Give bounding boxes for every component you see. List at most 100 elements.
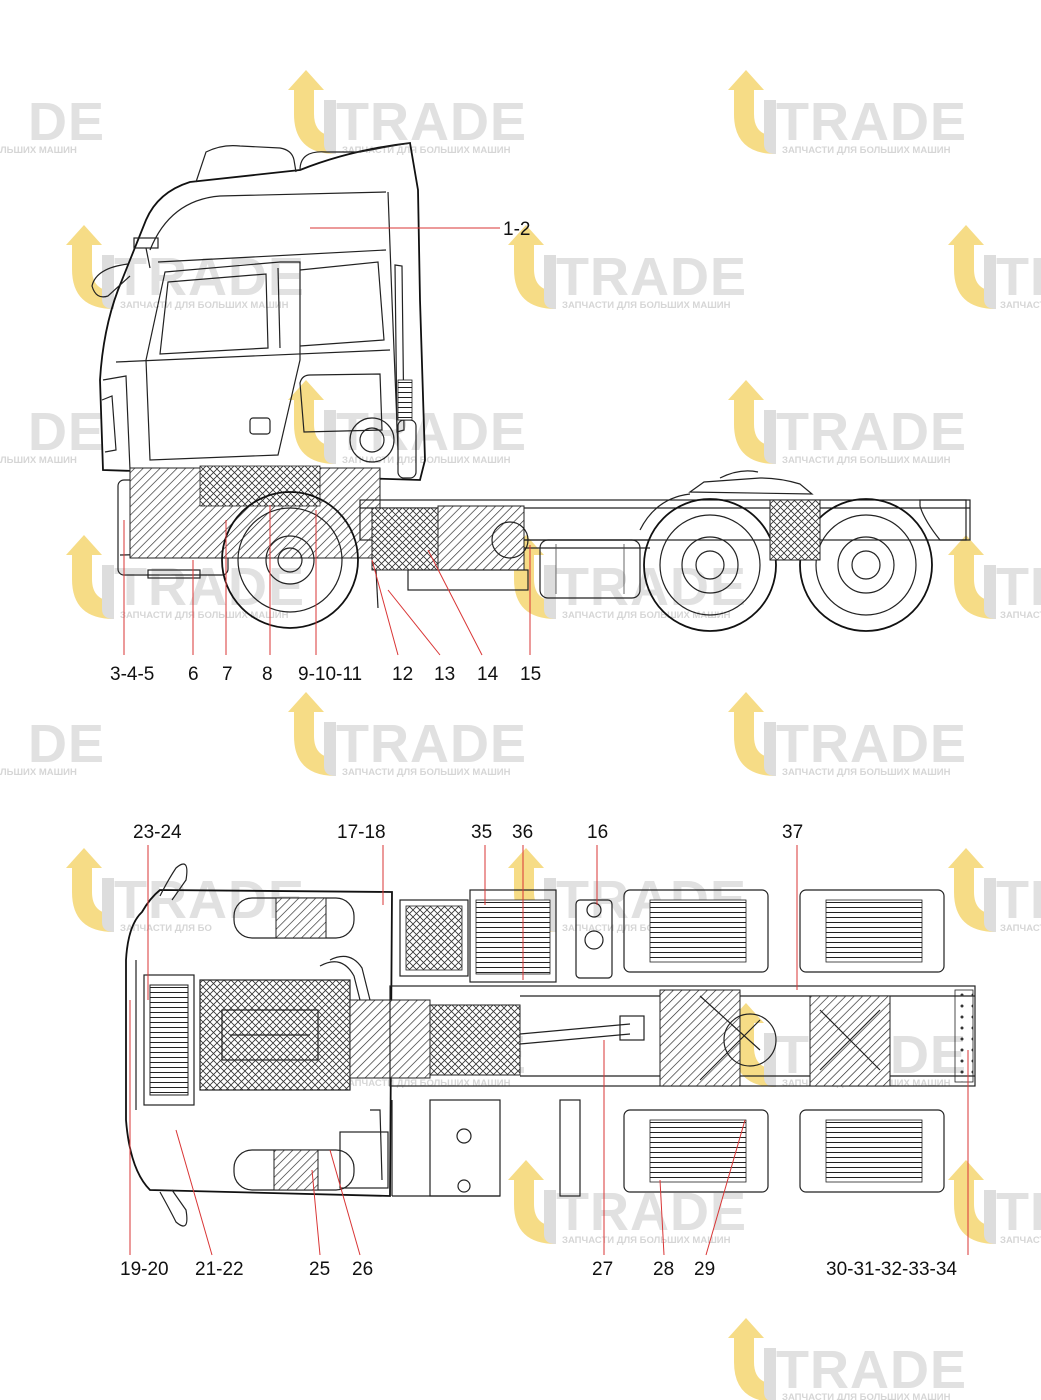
watermark-layer: DE ЛЬШИХ МАШИН TRADE ЗАПЧАСТИ ДЛЯ БОЛЬШИ… xyxy=(0,70,1041,1400)
svg-text:TRADE: TRADE xyxy=(776,402,967,462)
side-callouts: 1-2 3-4-5 6 7 8 9-10-11 12 13 14 15 xyxy=(110,219,541,685)
svg-text:TRADE: TRADE xyxy=(336,402,527,462)
svg-text:ЗАПЧАСТИ ДЛЯ БОЛЬШИХ МАШИН: ЗАПЧАСТИ ДЛЯ БОЛЬШИХ МАШИН xyxy=(562,1235,731,1246)
svg-text:ЗАПЧАСТИ ДЛЯ БОЛЬШИХ МАШИН: ЗАПЧАСТИ ДЛЯ БОЛЬШИХ МАШИН xyxy=(342,767,511,778)
watermark-4: TRADE ЗАПЧАСТИ ДЛЯ БОЛЬШИХ МАШИН xyxy=(66,225,305,311)
watermark-16: TRADE ЗАПЧАСТИ ДЛЯ БО xyxy=(66,848,305,934)
svg-text:TRADE: TRADE xyxy=(114,247,305,307)
engine-top xyxy=(199,979,351,1091)
svg-text:ЗАПЧАСТИ ДЛЯ БОЛЬШИХ МАШИН: ЗАПЧАСТИ ДЛЯ БОЛЬШИХ МАШИН xyxy=(562,300,731,311)
rear-wheel-2-side xyxy=(799,498,933,632)
svg-text:TRADE: TRADE xyxy=(556,247,747,307)
fifth-wheel-side xyxy=(688,470,814,495)
svg-text:ЗАПЧАСТИ ДЛЯ БОЛЬШИХ МАШИН: ЗАПЧАСТИ ДЛЯ БОЛЬШИХ МАШИН xyxy=(782,1392,951,1400)
rear-axle-1-top xyxy=(659,989,761,1087)
svg-text:ЗАПЧАСТИ: ЗАПЧАСТИ xyxy=(1000,610,1041,621)
svg-text:ЗАПЧАСТИ ДЛЯ БО: ЗАПЧАСТИ ДЛЯ БО xyxy=(120,923,212,934)
rear-suspension-side xyxy=(639,493,967,561)
callout-30-31-32-33-34: 30-31-32-33-34 xyxy=(826,1259,957,1280)
rear-axle-2-top xyxy=(809,995,891,1087)
watermark-2: TRADE ЗАПЧАСТИ ДЛЯ БОЛЬШИХ МАШИН xyxy=(288,70,527,156)
watermark-9: TRADE ЗАПЧАСТИ ДЛЯ БОЛЬШИХ МАШИН xyxy=(728,380,967,466)
svg-text:ЗАПЧАСТИ ДЛЯ БОЛЬШИХ МАШИН: ЗАПЧАСТИ ДЛЯ БОЛЬШИХ МАШИН xyxy=(562,610,731,621)
watermark-7: DE ЛЬШИХ МАШИН xyxy=(0,402,104,466)
callout-1-2: 1-2 xyxy=(503,219,530,240)
watermark-13: DE ЛЬШИХ МАШИН xyxy=(0,714,105,778)
callout-15: 15 xyxy=(520,664,541,685)
svg-text:TRADE: TRADE xyxy=(996,870,1041,930)
callout-26: 26 xyxy=(352,1259,373,1280)
svg-text:ЛЬШИХ МАШИН: ЛЬШИХ МАШИН xyxy=(0,455,77,466)
cab-side xyxy=(91,142,426,579)
front-chassis-side xyxy=(129,465,381,559)
svg-text:TRADE: TRADE xyxy=(776,714,967,774)
svg-text:TRADE: TRADE xyxy=(996,247,1041,307)
fuel-filter-top xyxy=(233,1109,389,1191)
svg-text:TRADE: TRADE xyxy=(556,557,747,617)
svg-text:ЗАПЧАСТИ: ЗАПЧАСТИ xyxy=(1000,1235,1041,1246)
callout-36: 36 xyxy=(512,822,533,843)
rear-tires-top xyxy=(623,889,945,1193)
callout-37: 37 xyxy=(782,822,803,843)
svg-text:ЗАПЧАСТИ ДЛЯ БОЛЬШИХ МАШИН: ЗАПЧАСТИ ДЛЯ БОЛЬШИХ МАШИН xyxy=(782,455,951,466)
callout-16: 16 xyxy=(587,822,608,843)
watermark-3: TRADE ЗАПЧАСТИ ДЛЯ БОЛЬШИХ МАШИН xyxy=(728,70,967,156)
callout-3-4-5: 3-4-5 xyxy=(110,664,154,685)
svg-text:ЗАПЧАСТИ ДЛЯ БОЛЬШИХ МАШИН: ЗАПЧАСТИ ДЛЯ БОЛЬШИХ МАШИН xyxy=(562,923,731,934)
battery-box-top xyxy=(399,899,469,977)
callout-21-22: 21-22 xyxy=(195,1259,244,1280)
svg-text:ЛЬШИХ МАШИН: ЛЬШИХ МАШИН xyxy=(0,145,77,156)
watermark-1: DE ЛЬШИХ МАШИН xyxy=(0,92,105,156)
rear-wheel-1-side xyxy=(643,498,777,632)
svg-text:DE: DE xyxy=(28,714,105,774)
svg-text:TRADE: TRADE xyxy=(336,92,527,152)
callout-25: 25 xyxy=(309,1259,330,1280)
driveshaft-top xyxy=(519,1015,645,1045)
callout-7: 7 xyxy=(222,664,233,685)
callout-9-10-11: 9-10-11 xyxy=(298,664,362,685)
callout-27: 27 xyxy=(592,1259,613,1280)
callout-8: 8 xyxy=(262,664,273,685)
air-tank-top xyxy=(575,899,613,979)
fifth-wheel-top xyxy=(723,1013,777,1067)
svg-text:DE: DE xyxy=(28,92,105,152)
callout-28: 28 xyxy=(653,1259,674,1280)
watermark-14: TRADE ЗАПЧАСТИ ДЛЯ БОЛЬШИХ МАШИН xyxy=(288,692,527,778)
callout-13: 13 xyxy=(434,664,455,685)
callout-23-24: 23-24 xyxy=(133,822,182,843)
watermark-5: TRADE ЗАПЧАСТИ ДЛЯ БОЛЬШИХ МАШИН xyxy=(508,225,747,311)
top-view: 23-24 17-18 35 36 16 37 19-20 21-22 25 2… xyxy=(120,822,976,1280)
callout-19-20: 19-20 xyxy=(120,1259,169,1280)
svg-text:TRADE: TRADE xyxy=(996,557,1041,617)
watermark-11: TRADE ЗАПЧАСТИ ДЛЯ БОЛЬШИХ МАШИН xyxy=(508,535,747,621)
watermark-22: TRADE ЗАПЧАСТИ xyxy=(948,1160,1041,1246)
svg-text:ЗАПЧАСТИ: ЗАПЧАСТИ xyxy=(1000,923,1041,934)
svg-text:TRADE: TRADE xyxy=(114,870,305,930)
svg-text:ЗАПЧАСТИ ДЛЯ БОЛЬШИХ МАШИН: ЗАПЧАСТИ ДЛЯ БОЛЬШИХ МАШИН xyxy=(342,455,511,466)
svg-text:TRADE: TRADE xyxy=(336,714,527,774)
watermark-15: TRADE ЗАПЧАСТИ ДЛЯ БОЛЬШИХ МАШИН xyxy=(728,692,967,778)
watermark-6: TRADE ЗАПЧАСТИ xyxy=(948,225,1041,311)
watermark-8: TRADE ЗАПЧАСТИ ДЛЯ БОЛЬШИХ МАШИН xyxy=(288,380,527,466)
side-leader-lines xyxy=(123,227,531,656)
cab-top xyxy=(125,863,393,1227)
svg-text:TRADE: TRADE xyxy=(114,557,305,617)
callout-35: 35 xyxy=(471,822,492,843)
svg-text:TRADE: TRADE xyxy=(776,92,967,152)
svg-text:ЗАПЧАСТИ ДЛЯ БОЛЬШИХ МАШИН: ЗАПЧАСТИ ДЛЯ БОЛЬШИХ МАШИН xyxy=(120,300,289,311)
intake-duct-top xyxy=(319,955,371,1001)
gearbox-side xyxy=(371,505,650,571)
side-view: 1-2 3-4-5 6 7 8 9-10-11 12 13 14 15 xyxy=(91,142,971,685)
radiator-top xyxy=(143,974,195,1106)
svg-text:TRADE: TRADE xyxy=(996,1182,1041,1242)
front-wheel-side xyxy=(221,491,359,629)
watermark-10: TRADE ЗАПЧАСТИ ДЛЯ БОЛЬШИХ МАШИН xyxy=(66,535,305,621)
callout-6: 6 xyxy=(188,664,199,685)
top-callouts: 23-24 17-18 35 36 16 37 19-20 21-22 25 2… xyxy=(120,822,957,1280)
svg-text:ЗАПЧАСТИ ДЛЯ БОЛЬШИХ МАШИН: ЗАПЧАСТИ ДЛЯ БОЛЬШИХ МАШИН xyxy=(342,1078,511,1089)
callout-29: 29 xyxy=(694,1259,715,1280)
callout-12: 12 xyxy=(392,664,413,685)
svg-text:TRADE: TRADE xyxy=(776,1340,967,1400)
svg-text:ЗАПЧАСТИ ДЛЯ БОЛЬШИХ МАШИН: ЗАПЧАСТИ ДЛЯ БОЛЬШИХ МАШИН xyxy=(342,145,511,156)
